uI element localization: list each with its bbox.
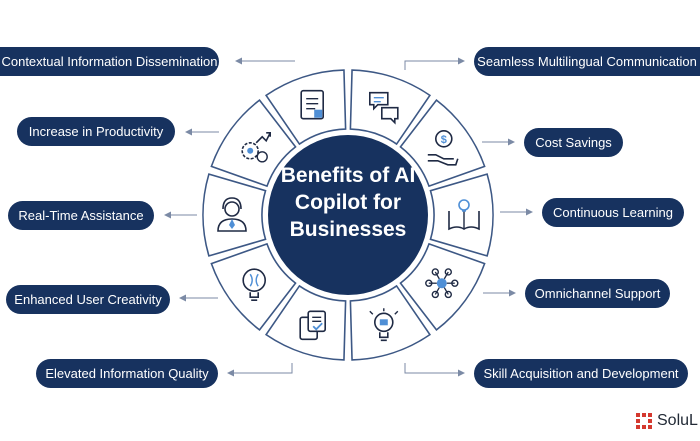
center-title-line: Businesses <box>289 218 407 241</box>
chat-bubbles-icon <box>368 91 399 125</box>
brand-name: SoluL <box>657 412 698 429</box>
connector-line <box>404 57 465 70</box>
benefit-pill-real-time-assistance: Real-Time Assistance <box>8 201 154 230</box>
benefit-pill-information-quality: Elevated Information Quality <box>36 359 218 388</box>
benefit-pill-cost-savings: Cost Savings <box>524 128 623 157</box>
gear-growth-icon <box>241 132 271 163</box>
ring-segment-book-lightbulb <box>429 173 494 257</box>
brand-logo: SoluL <box>636 410 698 432</box>
checked-documents-icon <box>299 310 327 341</box>
svg-text:$: $ <box>441 134 447 146</box>
puzzle-bulb-icon <box>369 308 399 342</box>
center-title-line: Benefits of AI <box>280 164 416 187</box>
ring-segment-dollar-hand <box>399 98 486 188</box>
ring-segment-checked-documents <box>264 284 347 361</box>
ring-segment-document <box>264 69 347 146</box>
center-circle <box>268 135 428 295</box>
brain-lightbulb-icon <box>242 268 266 302</box>
connector-line <box>404 363 465 377</box>
benefit-pill-productivity: Increase in Productivity <box>17 117 175 146</box>
center-title-line: Copilot for <box>294 191 402 214</box>
support-agent-icon <box>217 197 247 232</box>
benefit-pill-skill-acquisition: Skill Acquisition and Development <box>474 359 688 388</box>
benefit-pill-omnichannel-support: Omnichannel Support <box>525 279 670 308</box>
solulab-logo-icon <box>636 412 652 429</box>
segment-icons: $ <box>217 89 480 342</box>
book-lightbulb-icon <box>448 199 480 231</box>
benefit-pill-multilingual-communication: Seamless Multilingual Communication <box>474 47 700 76</box>
network-hub-icon <box>425 268 459 299</box>
ring-segment-puzzle-bulb <box>349 284 432 361</box>
center-title: Benefits of AI Copilot for Businesses <box>272 162 424 243</box>
ring-segment-brain-lightbulb <box>210 242 297 332</box>
connector-lines <box>164 57 533 377</box>
benefit-pill-continuous-learning: Continuous Learning <box>542 198 684 227</box>
benefit-pill-contextual-information: Contextual Information Dissemination <box>0 47 219 76</box>
dollar-hand-icon: $ <box>427 130 459 166</box>
connector-line <box>227 363 293 377</box>
benefit-pill-user-creativity: Enhanced User Creativity <box>6 285 170 314</box>
document-icon <box>300 89 325 120</box>
